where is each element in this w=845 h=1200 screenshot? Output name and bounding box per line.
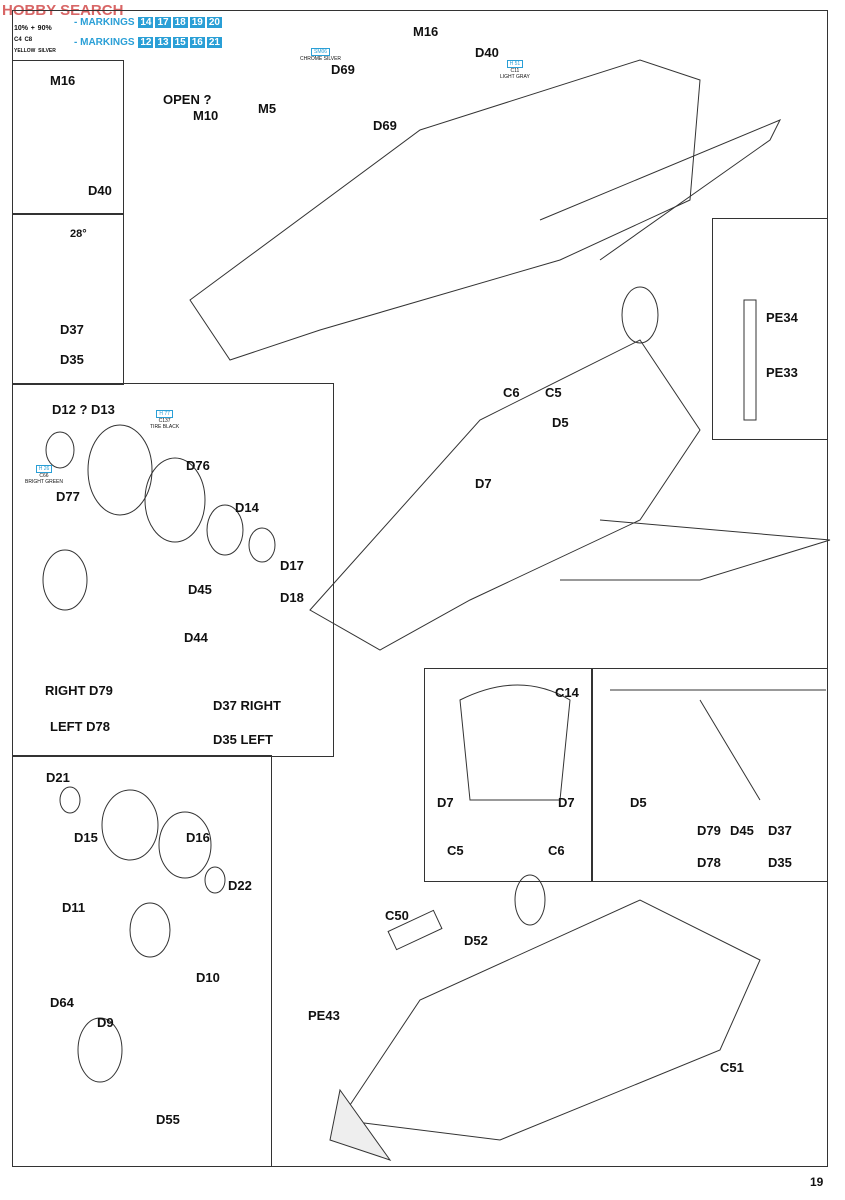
part-label: D79 — [697, 823, 721, 838]
part-label: D45 — [188, 582, 212, 597]
part-label: LEFT D78 — [50, 719, 110, 734]
part-label: D11 — [62, 900, 86, 915]
part-label: D12 ? D13 — [52, 402, 115, 417]
part-label: C6 — [503, 385, 520, 400]
part-label: M5 — [258, 101, 277, 116]
part-label: D5 — [552, 415, 569, 430]
wheel-d76b — [144, 457, 206, 543]
wheel-d16 — [158, 811, 212, 879]
part-label: D21 — [46, 770, 70, 785]
panel-nose-gear — [12, 755, 272, 1167]
part-label: D78 — [697, 855, 721, 870]
part-label: D7 — [437, 795, 454, 810]
wheel-d21 — [59, 786, 81, 814]
part-label: D37 RIGHT — [213, 698, 281, 713]
wheel-d14 — [206, 504, 244, 556]
part-label: OPEN ? — [163, 92, 212, 107]
panel-m16 — [12, 60, 124, 215]
part-pe33 — [743, 299, 757, 421]
wheel-d15 — [101, 789, 159, 861]
part-label: D22 — [228, 878, 252, 893]
part-label: D37 — [60, 322, 84, 337]
wheel-d77 — [45, 431, 75, 469]
panel-main-gear — [12, 383, 334, 757]
wheel-assembled — [42, 549, 88, 611]
part-label: C51 — [720, 1060, 744, 1075]
part-label: C6 — [548, 843, 565, 858]
panel-pe34 — [712, 218, 828, 440]
wheel-d76 — [87, 424, 153, 516]
part-label: D55 — [156, 1112, 180, 1127]
part-label: C5 — [447, 843, 464, 858]
wheel-main — [621, 286, 659, 344]
fuselage-top — [189, 59, 701, 361]
part-label: D37 — [768, 823, 792, 838]
part-label: D45 — [730, 823, 754, 838]
part-label: PE43 — [308, 1008, 340, 1023]
part-label: D15 — [74, 830, 98, 845]
detail-d5 — [610, 689, 826, 801]
nose-cone — [329, 1088, 392, 1161]
part-label: D16 — [186, 830, 210, 845]
part-label: D14 — [235, 500, 259, 515]
part-label: M16 — [413, 24, 439, 39]
part-label: D35 — [60, 352, 84, 367]
angle-label: 28° — [70, 228, 87, 240]
wheel-d11 — [129, 902, 171, 958]
part-label: D9 — [97, 1015, 114, 1030]
panel-c14 — [424, 668, 592, 882]
part-label: D44 — [184, 630, 208, 645]
part-label: D18 — [280, 590, 304, 605]
panel-d5-detail — [592, 668, 828, 882]
part-label: C14 — [555, 685, 579, 700]
part-label: D7 — [475, 476, 492, 491]
part-label: C50 — [385, 908, 409, 923]
page-number: 19 — [810, 1175, 824, 1189]
part-label: D52 — [464, 933, 488, 948]
wheel-d22 — [204, 866, 226, 894]
part-label: D5 — [630, 795, 647, 810]
part-c50 — [387, 909, 443, 951]
wheel-d55 — [77, 1017, 123, 1083]
part-label: M10 — [193, 108, 219, 123]
fuselage-nose — [339, 899, 761, 1141]
part-label: D64 — [50, 995, 74, 1010]
part-label: D40 — [475, 45, 499, 60]
part-label: M16 — [50, 73, 76, 88]
wheel-d17 — [248, 527, 276, 563]
part-label: D17 — [280, 558, 304, 573]
part-label: D7 — [558, 795, 575, 810]
part-label: C5 — [545, 385, 562, 400]
part-label: PE33 — [766, 365, 798, 380]
part-label: D69 — [373, 118, 397, 133]
part-label: D76 — [186, 458, 210, 473]
part-label: D35 — [768, 855, 792, 870]
part-label: D35 LEFT — [213, 732, 273, 747]
part-label: RIGHT D79 — [45, 683, 113, 698]
part-label: D69 — [331, 62, 355, 77]
wing-top — [539, 119, 782, 261]
part-label: PE34 — [766, 310, 798, 325]
part-label: D10 — [196, 970, 220, 985]
fuselage-middle — [309, 339, 701, 651]
part-label: D40 — [88, 183, 112, 198]
wing-middle — [560, 519, 831, 581]
part-c14 — [459, 684, 571, 801]
wheel-nose — [514, 874, 546, 926]
panel-d37-angle — [12, 213, 124, 385]
part-label: D77 — [56, 489, 80, 504]
